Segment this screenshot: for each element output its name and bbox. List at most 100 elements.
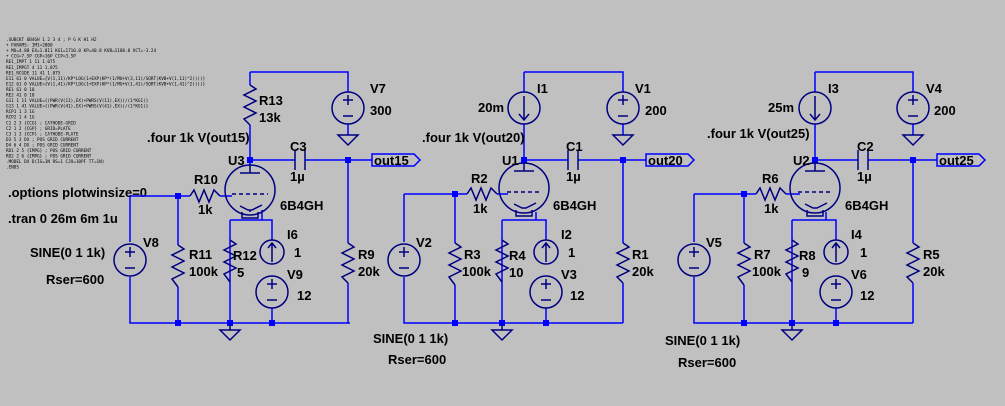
stage2-ground bbox=[490, 323, 514, 342]
options-directive[interactable]: .options plotwinsize=0 bbox=[8, 185, 147, 200]
U2-model: 6B4GH bbox=[845, 198, 888, 213]
R11-resistor[interactable] bbox=[170, 244, 186, 288]
netlist-line: C2 1 2 {CGP} ; GRID=PLATE bbox=[6, 126, 71, 132]
V6-voltage-source[interactable] bbox=[819, 275, 853, 309]
R13-label: R13 bbox=[259, 93, 283, 108]
netlist-line: RCP1 1 3 1G bbox=[6, 109, 35, 115]
R10-resistor[interactable] bbox=[189, 188, 221, 204]
R1-resistor[interactable] bbox=[615, 242, 631, 284]
stage3-four-directive[interactable]: .four 1k V(out25) bbox=[707, 126, 810, 141]
I2-current-source[interactable] bbox=[533, 239, 559, 265]
stage2-four-directive[interactable]: .four 1k V(out20) bbox=[422, 130, 525, 145]
V5-sine: SINE(0 1 1k) bbox=[665, 333, 740, 348]
R5-value: 20k bbox=[923, 264, 945, 279]
I4-current-source[interactable] bbox=[823, 239, 849, 265]
R7-resistor[interactable] bbox=[736, 242, 752, 286]
stage3-ground bbox=[780, 323, 804, 342]
out25-net-flag[interactable] bbox=[936, 153, 987, 167]
out15-label: out15 bbox=[374, 153, 409, 168]
netlist-line: .MODEL DX D(IS=1N RS=1 CJO=10PF TT=1N) bbox=[6, 159, 104, 165]
R4-resistor[interactable] bbox=[494, 239, 510, 283]
V6-label: V6 bbox=[851, 267, 867, 282]
V6-value: 12 bbox=[860, 288, 874, 303]
U1-triode-tube[interactable] bbox=[498, 162, 550, 217]
out20-net-flag[interactable] bbox=[645, 153, 696, 167]
V5-rser: Rser=600 bbox=[678, 355, 736, 370]
R2-resistor[interactable] bbox=[466, 186, 498, 202]
C3-capacitor[interactable] bbox=[294, 150, 306, 170]
stage2-circuit: I1 20m V1 200 .four 1k V(out20) C1 1µ ou… bbox=[373, 71, 696, 367]
R2-value: 1k bbox=[473, 201, 488, 216]
R12-resistor[interactable] bbox=[222, 239, 238, 283]
V1-voltage-source[interactable] bbox=[606, 91, 640, 147]
R8-label: R8 bbox=[799, 248, 816, 263]
stage1-circuit: R13 13k V7 300 .four 1k V(out15) C3 1µ o… bbox=[30, 71, 422, 342]
R3-label: R3 bbox=[464, 247, 481, 262]
V2-label: V2 bbox=[416, 235, 432, 250]
R7-label: R7 bbox=[754, 247, 771, 262]
V7-value: 300 bbox=[370, 103, 392, 118]
I3-value: 25m bbox=[768, 100, 794, 115]
I6-label: I6 bbox=[287, 227, 298, 242]
netlist-line: E11 61 0 VALUE={V(1,11)/KP*LOG(1+EXP(KP*… bbox=[6, 76, 206, 82]
R7-value: 100k bbox=[752, 264, 782, 279]
I2-label: I2 bbox=[561, 227, 572, 242]
R9-label: R9 bbox=[358, 247, 375, 262]
out15-net-flag[interactable] bbox=[371, 153, 422, 167]
netlist-line: + CCG=7.5P CGP=16P CCP=3.5P bbox=[6, 54, 76, 60]
netlist-line: + PARAMS: IM1=2000 bbox=[6, 43, 53, 49]
U2-triode-tube[interactable] bbox=[789, 162, 841, 217]
U2-label: U2 bbox=[793, 153, 810, 168]
R5-resistor[interactable] bbox=[905, 242, 921, 284]
V5-label: V5 bbox=[706, 235, 722, 250]
I4-label: I4 bbox=[851, 227, 863, 242]
stage3-circuit: I3 25m V4 200 .four 1k V(out25) C2 1µ ou… bbox=[665, 71, 987, 370]
R6-value: 1k bbox=[764, 201, 779, 216]
C1-capacitor[interactable] bbox=[567, 150, 579, 170]
netlist-line: RE1_RCGDE 11 41 1.075 bbox=[6, 70, 61, 76]
R9-resistor[interactable] bbox=[340, 242, 356, 284]
I2-value: 1 bbox=[568, 245, 575, 260]
V4-voltage-source[interactable] bbox=[896, 91, 930, 147]
R3-value: 100k bbox=[462, 264, 492, 279]
V7-label: V7 bbox=[370, 81, 386, 96]
I3-current-source[interactable] bbox=[798, 91, 832, 125]
R4-value: 10 bbox=[509, 265, 523, 280]
V5-sine-source[interactable] bbox=[677, 243, 711, 277]
netlist-line: + MU=4.88 EX=1.011 KG1=1710.0 KP=40.8 KV… bbox=[6, 48, 156, 54]
V4-label: V4 bbox=[926, 81, 943, 96]
V1-value: 200 bbox=[645, 103, 667, 118]
V7-voltage-source[interactable] bbox=[331, 91, 365, 147]
V9-value: 12 bbox=[297, 288, 311, 303]
R3-resistor[interactable] bbox=[447, 242, 463, 286]
V2-sine-source[interactable] bbox=[387, 243, 421, 277]
V3-voltage-source[interactable] bbox=[529, 275, 563, 309]
R6-resistor[interactable] bbox=[755, 186, 787, 202]
V8-sine: SINE(0 1 1k) bbox=[30, 245, 105, 260]
C1-label: C1 bbox=[566, 139, 583, 154]
stage1-four-directive[interactable]: .four 1k V(out15) bbox=[147, 130, 250, 145]
R13-resistor[interactable] bbox=[242, 84, 258, 126]
U3-triode-tube[interactable] bbox=[224, 164, 276, 219]
V8-sine-source[interactable] bbox=[113, 243, 147, 277]
I6-current-source[interactable] bbox=[259, 239, 285, 265]
I1-current-source[interactable] bbox=[507, 91, 541, 125]
C2-capacitor[interactable] bbox=[857, 150, 869, 170]
netlist-line: RD2 2 6 {IMPG} ; POS GRID CURRENT bbox=[6, 154, 92, 160]
U1-label: U1 bbox=[502, 153, 519, 168]
U3-model: 6B4GH bbox=[280, 198, 323, 213]
tran-directive[interactable]: .tran 0 26m 6m 1u bbox=[8, 211, 118, 226]
R4-label: R4 bbox=[509, 248, 526, 263]
spice-netlist-block: .SUBCKT 6B4GH 1 2 3 4 ; P G K H1 H2+ PAR… bbox=[6, 37, 206, 171]
netlist-line: RE1 61 0 10 bbox=[6, 87, 35, 93]
V4-value: 200 bbox=[934, 103, 956, 118]
V2-sine: SINE(0 1 1k) bbox=[373, 331, 448, 346]
V9-voltage-source[interactable] bbox=[255, 275, 289, 309]
netlist-line: E12 61 0 VALUE={V(1,41)/KP*LOG(1+EXP(KP*… bbox=[6, 81, 206, 87]
netlist-line: RE1_IMPT 1 11 1.075 bbox=[6, 59, 56, 65]
V9-label: V9 bbox=[287, 267, 303, 282]
R8-resistor[interactable] bbox=[784, 239, 800, 283]
V8-label: V8 bbox=[143, 235, 159, 250]
R8-value: 9 bbox=[802, 265, 809, 280]
